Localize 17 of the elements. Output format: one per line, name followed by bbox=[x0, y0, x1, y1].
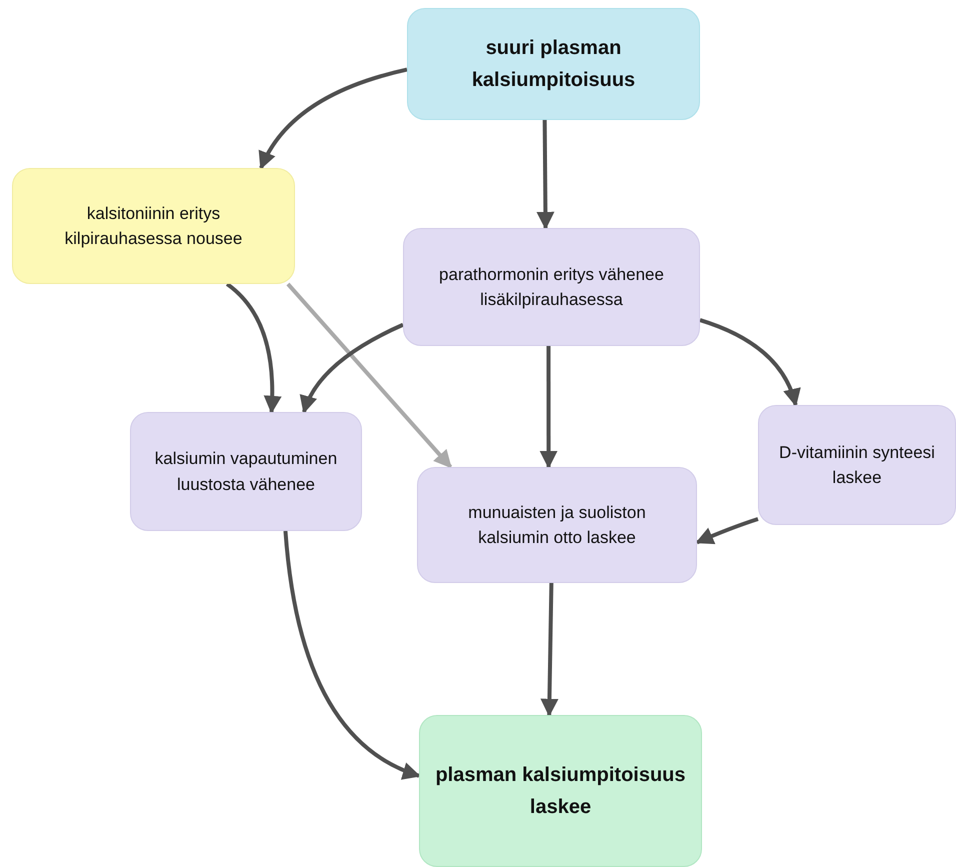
result-box: plasman kalsiumpitoisuus laskee bbox=[419, 715, 702, 867]
process-box: munuaisten ja suoliston kalsiumin otto laskee bbox=[417, 467, 697, 583]
arrow bbox=[286, 282, 452, 468]
arrow bbox=[699, 318, 800, 407]
process-box: kalsiumin vapautuminen luustosta vähenee bbox=[130, 412, 362, 531]
start-box: suuri plasman kalsiumpitoisuus bbox=[407, 8, 700, 120]
arrow bbox=[695, 517, 759, 544]
arrow bbox=[536, 120, 554, 230]
process-box: parathormonin eritys vähenee lisäkilpirauhasessa bbox=[403, 228, 700, 346]
process-box: D-vitamiinin synteesi laskee bbox=[758, 405, 956, 525]
arrow bbox=[540, 582, 558, 717]
process-box: kalsitoniinin eritys kilpirauhasessa nousee bbox=[12, 168, 295, 284]
arrow bbox=[226, 282, 282, 414]
arrow bbox=[283, 530, 421, 779]
arrow bbox=[300, 322, 404, 414]
arrow bbox=[259, 68, 408, 170]
arrow bbox=[540, 346, 558, 469]
